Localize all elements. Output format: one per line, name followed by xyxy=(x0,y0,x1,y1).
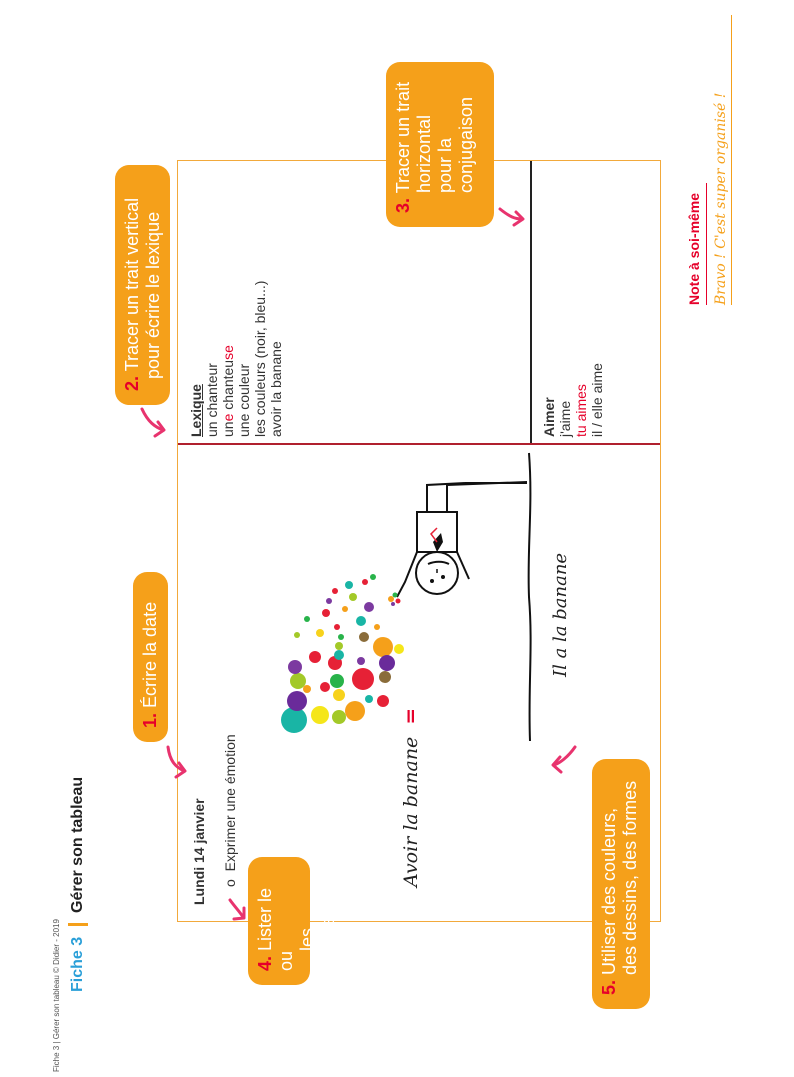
arrow-4-icon xyxy=(228,898,246,921)
arrow-3-icon xyxy=(498,207,525,227)
arrow-1-icon xyxy=(166,745,187,779)
note-block: Note à soi-même Bravo ! C'est super orga… xyxy=(686,5,732,305)
note-text: Bravo ! C'est super organisé ! xyxy=(713,15,732,305)
arrow-5-icon xyxy=(551,745,577,774)
arrow-2-icon xyxy=(140,407,166,438)
drawing xyxy=(281,452,532,742)
confetti-dots xyxy=(281,574,404,733)
note-title: Note à soi-même xyxy=(686,183,707,305)
